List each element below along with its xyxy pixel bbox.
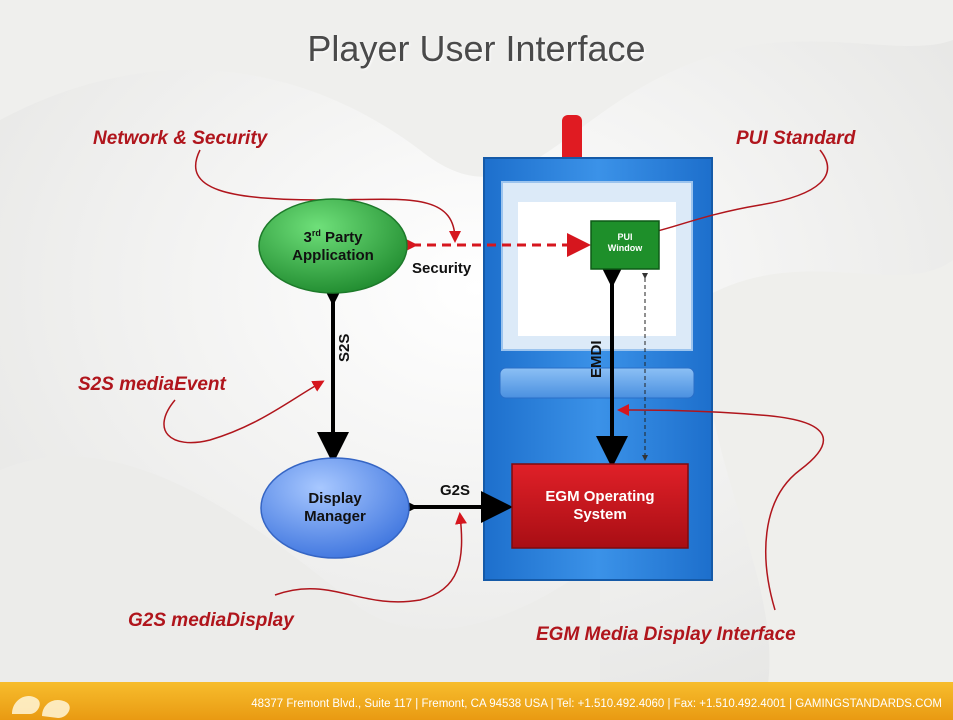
gsa-logo-icon [12,695,70,718]
pui-window-node [590,220,660,270]
callout-pui-standard: PUI Standard [736,128,856,149]
footer-bar [0,682,953,720]
egm-os-label: EGM Operating System [545,488,655,523]
page-title: Player User Interface [307,28,646,69]
display-manager-node [260,457,410,559]
s2s-link-label: S2S [336,333,353,362]
egm-os-node [511,463,689,549]
third-party-app-node [258,198,408,294]
callout-s2s-media-event: S2S mediaEvent [78,374,226,395]
candle-light-icon [562,115,582,165]
display-manager-label: Display Manager [304,490,366,525]
footer-contact: 48377 Fremont Blvd., Suite 117 | Fremont… [251,698,942,710]
g2s-link-label: G2S [440,482,471,499]
callout-egm-mdi: EGM Media Display Interface [536,624,796,645]
third-party-app-label: 3rd Party Application [292,228,374,264]
pui-window-label: PUI Window [607,232,643,253]
callout-network-security: Network & Security [93,128,268,149]
security-link-label: Security [412,260,472,277]
emdi-link-label: EMDI [588,340,605,379]
callout-g2s-media-display: G2S mediaDisplay [128,610,294,631]
